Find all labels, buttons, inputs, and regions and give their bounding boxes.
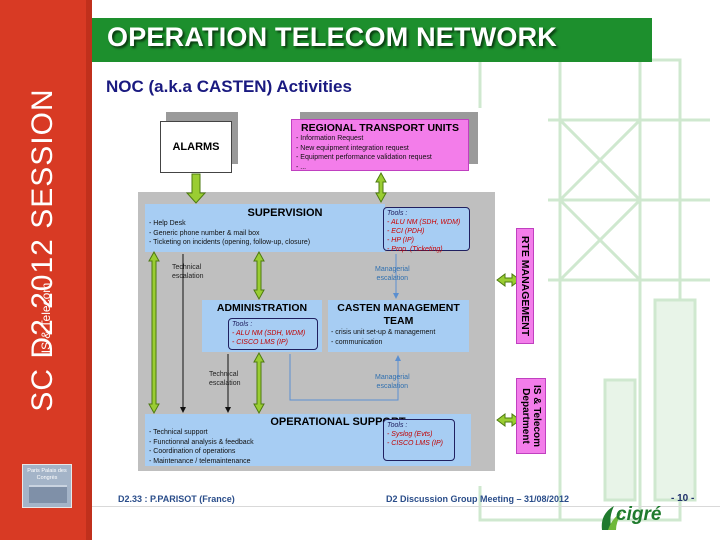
is-telecom-line-1: IS & Telecom: [531, 385, 542, 447]
tool-item: - Syslog (Evts): [387, 430, 451, 439]
list-item: - Information Request: [296, 134, 464, 144]
label-line: escalation: [375, 383, 410, 392]
session-vertical-label: SC D2 2012 SESSION: [26, 0, 66, 510]
tools-title: Tools :: [232, 320, 314, 329]
list-item: - Help Desk: [149, 219, 381, 229]
managerial-escalation-label-2: Managerial escalation: [375, 374, 410, 391]
technical-escalation-label-1: Technical escalation: [172, 264, 204, 281]
page-number: - 10 -: [671, 493, 694, 504]
casten-management-team-box: CASTEN MANAGEMENT TEAM - crisis unit set…: [328, 300, 469, 352]
list-item: - Generic phone number & mail box: [149, 229, 381, 239]
casten-title: CASTEN MANAGEMENT TEAM: [331, 302, 466, 328]
tool-item: - HP (IP): [387, 236, 466, 245]
session-small-text: IS & Telecom: [39, 283, 53, 353]
tools-title: Tools :: [387, 209, 466, 218]
page-subtitle: NOC (a.k.a CASTEN) Activities: [106, 77, 352, 97]
supervision-tools-box: Tools : - ALU NM (SDH, WDM) - ECI (PDH) …: [383, 207, 470, 251]
is-telecom-label: IS & Telecom Department: [520, 385, 542, 447]
label-line: escalation: [209, 380, 241, 389]
footer-author: D2.33 : P.PARISOT (France): [118, 494, 235, 504]
label-line: Managerial: [375, 266, 410, 275]
supervision-box: SUPERVISION - Help Desk - Generic phone …: [145, 204, 385, 252]
is-telecom-line-2: Department: [520, 385, 531, 447]
administration-tools-box: Tools : - ALU NM (SDH, WDM) - CISCO LMS …: [228, 318, 318, 350]
label-line: Technical: [209, 371, 241, 380]
regional-title: REGIONAL TRANSPORT UNITS: [296, 122, 464, 134]
tool-item: - ALU NM (SDH, WDM): [387, 218, 466, 227]
sidebar-stripe: [86, 0, 92, 540]
list-item: - ...: [296, 163, 464, 173]
rte-management-label: RTE MANAGEMENT: [519, 236, 531, 336]
technical-escalation-label-2: Technical escalation: [209, 371, 241, 388]
managerial-escalation-label-1: Managerial escalation: [375, 266, 410, 283]
administration-title: ADMINISTRATION: [205, 302, 319, 314]
supervision-list: - Help Desk - Generic phone number & mai…: [149, 219, 381, 248]
alarms-box: ALARMS: [160, 121, 232, 173]
label-line: Technical: [172, 264, 204, 273]
regional-list: - Information Request - New equipment in…: [296, 134, 464, 172]
list-item: - Ticketing on incidents (opening, follo…: [149, 238, 381, 248]
tool-item: - Prop. (Ticketing): [387, 245, 466, 254]
list-item: - crisis unit set-up & management: [331, 328, 466, 338]
tool-item: - CISCO LMS (IP): [232, 338, 314, 347]
is-telecom-department-box: IS & Telecom Department: [516, 378, 546, 454]
page-title: OPERATION TELECOM NETWORK: [107, 22, 557, 53]
cigre-logo-text: cigré: [616, 504, 661, 526]
tool-item: - ALU NM (SDH, WDM): [232, 329, 314, 338]
casten-list: - crisis unit set-up & management - comm…: [331, 328, 466, 347]
tools-title: Tools :: [387, 421, 451, 430]
regional-transport-units-box: REGIONAL TRANSPORT UNITS - Information R…: [291, 119, 469, 171]
tool-item: - ECI (PDH): [387, 227, 466, 236]
rte-management-box: RTE MANAGEMENT: [516, 228, 534, 344]
operational-tools-box: Tools : - Syslog (Evts) - CISCO LMS (IP): [383, 419, 455, 461]
label-line: escalation: [375, 275, 410, 284]
venue-logo: Paris Palais des Congrès: [22, 464, 72, 508]
supervision-title: SUPERVISION: [189, 207, 381, 219]
session-main-text: SC D2 2012 SESSION: [26, 88, 60, 411]
list-item: - New equipment integration request: [296, 144, 464, 154]
footer-meeting: D2 Discussion Group Meeting – 31/08/2012: [386, 494, 569, 504]
label-line: escalation: [172, 273, 204, 282]
tool-item: - CISCO LMS (IP): [387, 439, 451, 448]
label-line: Managerial: [375, 374, 410, 383]
venue-logo-text: Paris Palais des Congrès: [23, 468, 71, 481]
venue-building-image: [29, 485, 67, 503]
list-item: - Equipment performance validation reque…: [296, 153, 464, 163]
list-item: - communication: [331, 338, 466, 348]
